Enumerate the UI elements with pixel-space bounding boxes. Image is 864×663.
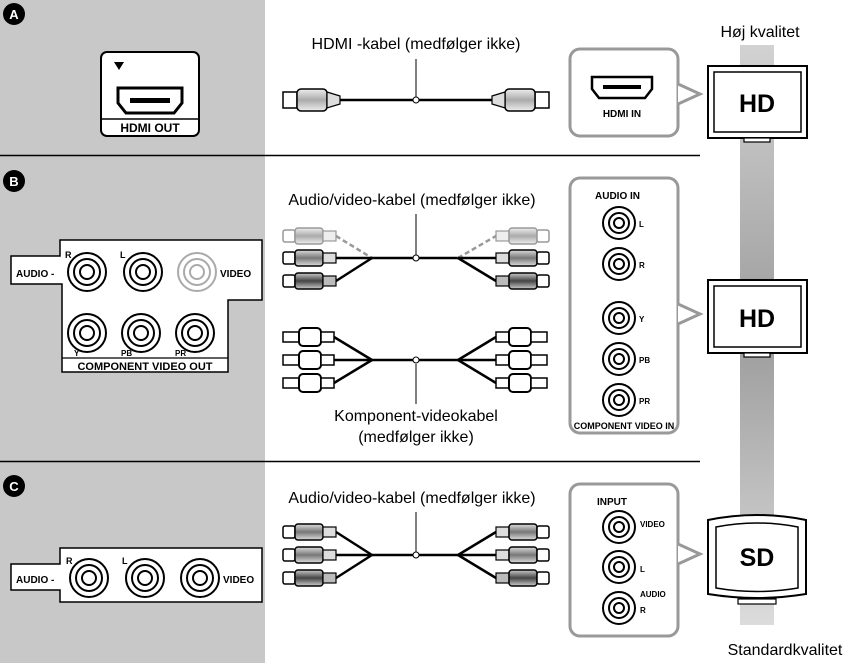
- player-pr-label: PR: [175, 349, 186, 358]
- player-video-label: VIDEO: [220, 269, 251, 280]
- av-cable-label-b: Audio/video-kabel (medfølger ikke): [288, 192, 535, 209]
- tv-l-label-c: L: [640, 565, 645, 574]
- player-jacks-b: [67, 252, 217, 353]
- component-cable: [282, 327, 548, 393]
- section-badge-b: [3, 170, 25, 192]
- hdmi-cable: [282, 88, 550, 112]
- tv-audio-label-c: AUDIO: [640, 590, 666, 599]
- hdmi-socket-pins: [130, 98, 170, 103]
- player-l-label: L: [120, 250, 126, 260]
- tv-stand: [743, 137, 771, 143]
- quality-high-label: Høj kvalitet: [720, 24, 800, 41]
- tv-stand: [743, 352, 771, 358]
- tv-pr-label: PR: [639, 397, 650, 406]
- player-r-label: R: [65, 250, 72, 260]
- player-jacks-c: [69, 558, 220, 598]
- tv-jacks-c: [602, 510, 636, 625]
- tv-sd-label: SD: [740, 544, 775, 572]
- player-pb-label: PB: [121, 349, 132, 358]
- section-c: C AUDIO - R L - VIDEO Audio/video-kabel …: [3, 475, 807, 638]
- tv-screen: [713, 71, 802, 133]
- player-r-label-c: R: [66, 556, 73, 566]
- player-video-label-c: VIDEO: [223, 575, 254, 586]
- component-cable-label-line1: Komponent-videokabel: [334, 408, 498, 425]
- component-cable-label-line2: (medfølger ikke): [358, 429, 474, 446]
- audio-dash: -: [51, 269, 54, 280]
- component-video-out-label: COMPONENT VIDEO OUT: [77, 361, 212, 373]
- tv-hdmi-socket-pins: [603, 85, 641, 89]
- tv-pb-label: PB: [639, 356, 650, 365]
- pointer-arrow-icon: [677, 542, 704, 566]
- av-cable-label-c: Audio/video-kabel (medfølger ikke): [288, 490, 535, 507]
- audio-dash: -: [51, 575, 54, 586]
- hdmi-cable-label: HDMI -kabel (medfølger ikke): [312, 36, 521, 53]
- tv-hd-middle-label: HD: [739, 305, 775, 333]
- tv-r-label-c: R: [640, 606, 646, 615]
- av-cable-b: [282, 227, 550, 290]
- hdmi-out-label: HDMI OUT: [120, 121, 180, 135]
- quality-standard-label: Standardkvalitet: [728, 642, 843, 659]
- tv-l-label-b: L: [639, 220, 644, 229]
- tv-input-label: INPUT: [597, 497, 627, 508]
- pointer-arrow-icon: [677, 302, 704, 326]
- triangle-marker-icon: [114, 62, 124, 70]
- tv-jacks-b: [602, 206, 636, 417]
- tv-video-label-c: VIDEO: [640, 520, 665, 529]
- tv-screen: [715, 522, 799, 593]
- section-badge-a-letter: A: [9, 7, 19, 22]
- section-b: B AUDIO - R L - VIDEO Y PB PR COMPONENT …: [3, 170, 808, 446]
- player-audio-label-c: AUDIO: [16, 575, 48, 586]
- tv-component-video-in-label: COMPONENT VIDEO IN: [574, 421, 675, 431]
- tv-audio-in-label: AUDIO IN: [595, 191, 640, 202]
- av-cable-c: [282, 523, 550, 587]
- hdmi-in-label: HDMI IN: [603, 109, 641, 120]
- player-l-label-c: L: [122, 556, 128, 566]
- section-badge-a: [3, 3, 25, 25]
- tv-hd-top-label: HD: [739, 90, 775, 118]
- tv-stand: [737, 598, 777, 605]
- player-audio-label: AUDIO: [16, 269, 48, 280]
- section-badge-c: [3, 475, 25, 497]
- player-y-label: Y: [74, 349, 80, 358]
- section-badge-b-letter: B: [9, 174, 18, 189]
- tv-screen: [713, 285, 802, 348]
- tv-y-label: Y: [639, 315, 645, 324]
- section-badge-c-letter: C: [9, 479, 19, 494]
- tv-r-label-b: R: [639, 261, 645, 270]
- section-a: A HDMI OUT HDMI -kabel (medfølger ikke): [3, 3, 808, 143]
- pointer-arrow-icon: [677, 82, 704, 106]
